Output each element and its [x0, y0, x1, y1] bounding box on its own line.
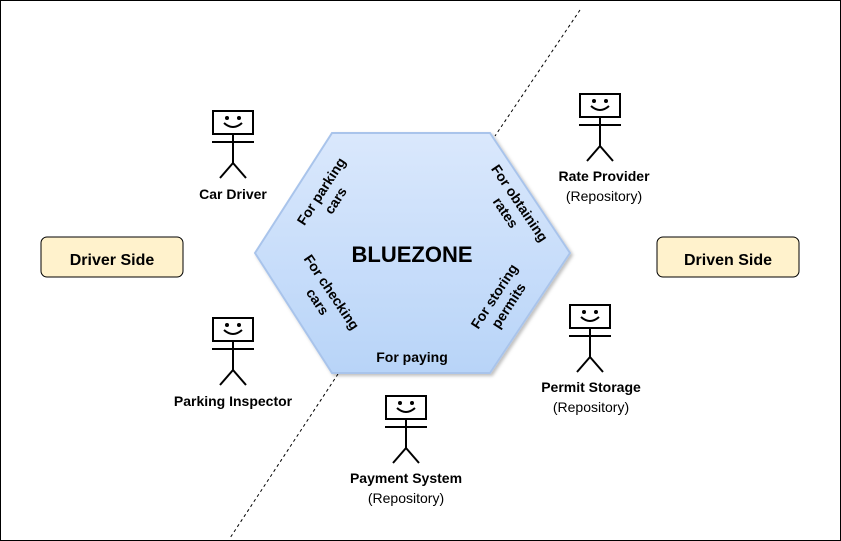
actor-name: Parking Inspector [174, 393, 293, 409]
stick-figure-icon [579, 93, 621, 162]
divider-line-lower [229, 373, 339, 539]
driver-side-box: Driver Side [40, 236, 184, 278]
actor-car-driver: Car Driver [199, 110, 267, 202]
actor-name: Payment System [350, 470, 462, 486]
actor-permit-storage: Permit Storage (Repository) [541, 304, 641, 415]
divider-line-upper [494, 9, 581, 137]
stick-figure-icon [569, 304, 611, 373]
actor-name: Rate Provider [558, 168, 650, 184]
actor-rate-provider: Rate Provider (Repository) [558, 93, 650, 204]
driver-side-label: Driver Side [70, 252, 155, 269]
bluezone-hexagon [253, 132, 572, 374]
driven-side-label: Driven Side [684, 252, 772, 269]
actor-name: Permit Storage [541, 379, 641, 395]
bluezone-title: BLUEZONE [352, 242, 473, 267]
port-for-paying: For paying [376, 349, 448, 365]
stick-figure-icon [212, 110, 254, 179]
actor-parking-inspector: Parking Inspector [174, 317, 293, 409]
actor-role: (Repository) [368, 490, 444, 506]
stick-figure-icon [385, 395, 427, 464]
driven-side-box: Driven Side [656, 236, 800, 278]
actor-name: Car Driver [199, 186, 267, 202]
stick-figure-icon [212, 317, 254, 386]
actor-role: (Repository) [566, 188, 642, 204]
actor-payment-system: Payment System (Repository) [350, 395, 462, 506]
actor-role: (Repository) [553, 399, 629, 415]
